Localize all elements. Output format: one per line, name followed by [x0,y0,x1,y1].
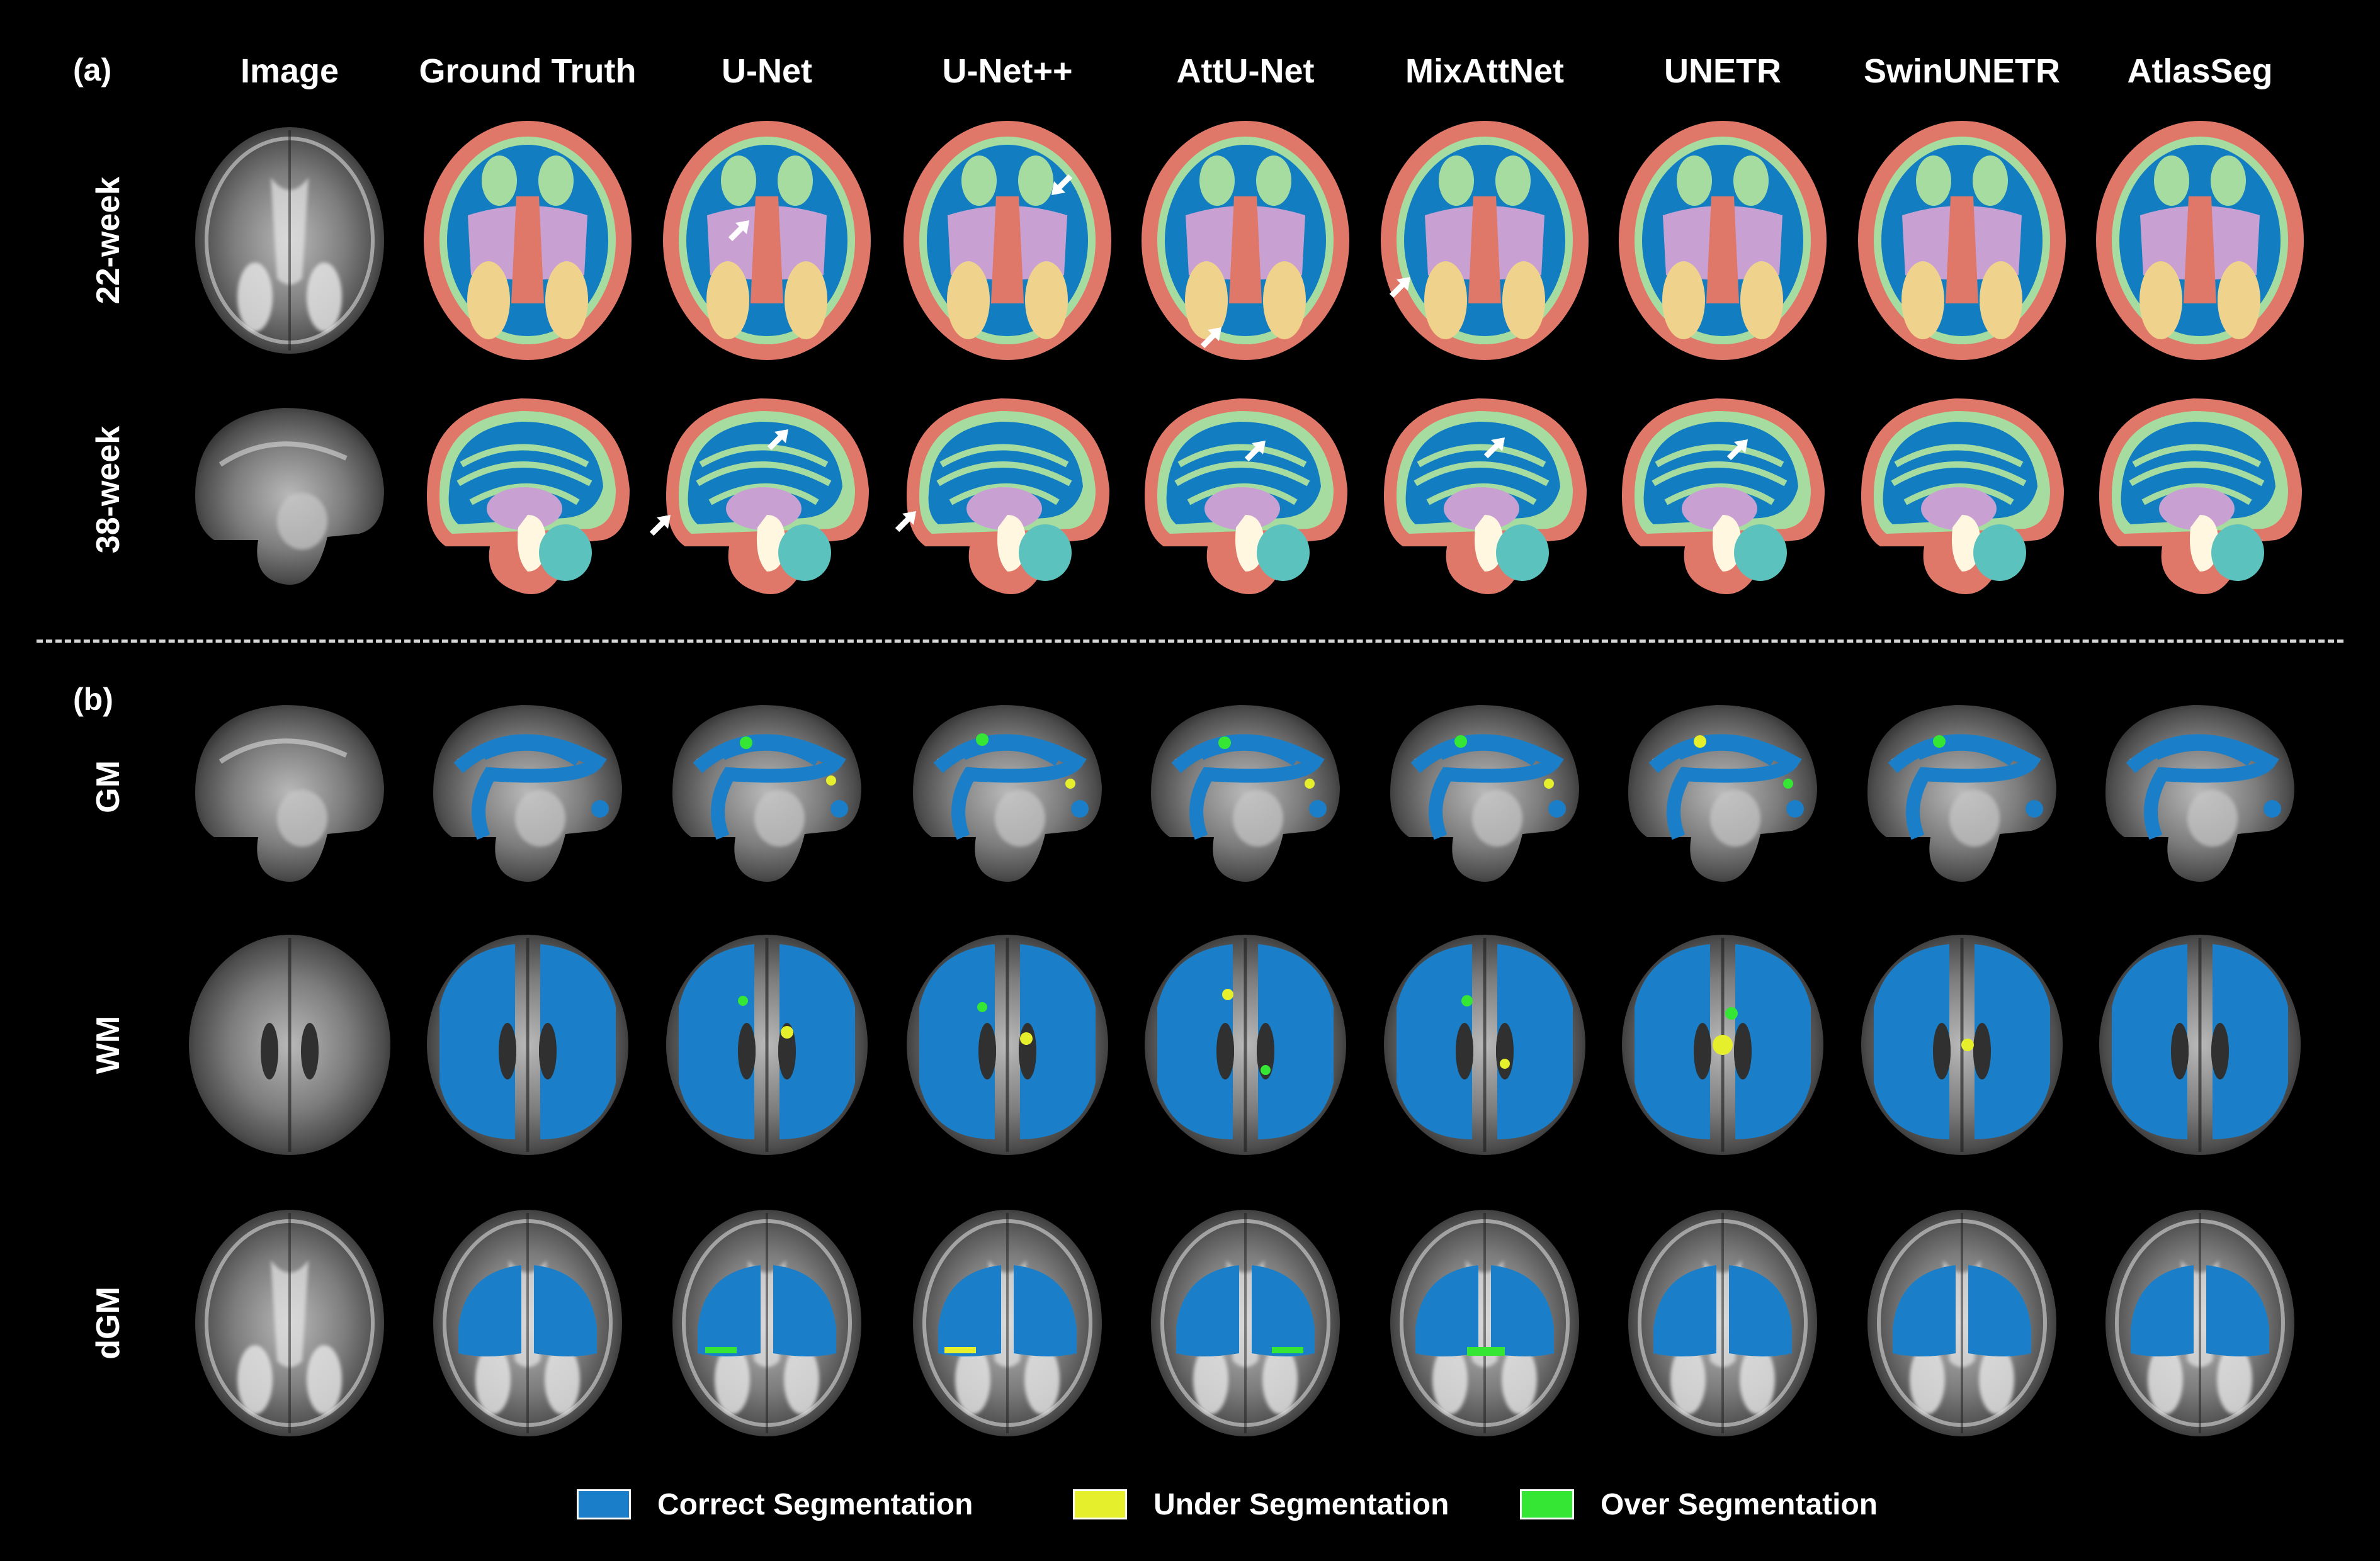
legend-label-correct: Correct Segmentation [657,1487,973,1521]
attunet-overlay-wm [1145,935,1346,1155]
mri-image-dgm [195,1210,384,1436]
swinunetr-segmentation-22-week [1858,121,2066,360]
legend-swatch-correct [577,1489,631,1519]
swinunetr-overlay-gm [1867,705,2056,882]
legend-swatch-over [1520,1489,1574,1519]
unetpp-overlay-dgm [913,1210,1102,1436]
unetr-segmentation-38-week [1622,398,1825,594]
mri-image-wm [189,935,390,1155]
unet-overlay-gm [672,705,861,882]
unetpp-overlay-gm [913,705,1102,882]
mixattnet-overlay-wm [1384,935,1585,1155]
atlasseg-overlay-gm [2105,705,2294,882]
swinunetr-overlay-dgm [1867,1210,2056,1436]
atlasseg-overlay-dgm [2105,1210,2294,1436]
atlasseg-segmentation-22-week [2096,121,2304,360]
unetr-overlay-wm [1622,935,1823,1155]
legend-label-over: Over Segmentation [1601,1487,1878,1521]
mri-image-38-week [195,408,384,585]
mri-image-gm [195,705,384,882]
column-header-image: Image [240,52,339,90]
column-header-swinunetr: SwinUNETR [1863,52,2061,90]
panel-label-b: (b) [73,682,113,717]
ground-truth-22-week [424,121,632,360]
legend-under-segmentation: Under Segmentation [1073,1487,1449,1522]
column-header-mixattnet: MixAttNet [1405,52,1564,90]
column-header-ground-truth: Ground Truth [419,52,637,90]
unetpp-overlay-wm [907,935,1108,1155]
column-header-unetpp: U-Net++ [942,52,1073,90]
ground-truth-wm [427,935,628,1155]
unetr-segmentation-22-week [1619,121,1827,360]
ground-truth-dgm [433,1210,622,1436]
swinunetr-overlay-wm [1861,935,2063,1155]
mixattnet-segmentation-22-week [1381,121,1589,360]
panel-label-a: (a) [73,52,112,87]
attunet-segmentation-38-week [1145,398,1347,594]
swinunetr-segmentation-38-week [1861,398,2064,594]
mixattnet-overlay-dgm [1390,1210,1579,1436]
column-header-attunet: AttU-Net [1176,52,1315,90]
panel-divider [37,640,2343,643]
column-header-unet: U-Net [722,52,812,90]
legend-over-segmentation: Over Segmentation [1520,1487,1878,1522]
unetpp-segmentation-22-week [904,121,1111,360]
mixattnet-segmentation-38-week [1384,398,1587,594]
atlasseg-overlay-wm [2099,935,2301,1155]
unet-segmentation-22-week [663,121,871,360]
legend-label-under: Under Segmentation [1153,1487,1449,1521]
legend-swatch-under [1073,1489,1127,1519]
mri-image-22-week [195,127,384,354]
unetpp-segmentation-38-week [897,398,1109,594]
atlasseg-segmentation-38-week [2099,398,2302,594]
attunet-segmentation-22-week [1142,121,1349,360]
unet-overlay-wm [666,935,868,1155]
attunet-overlay-gm [1151,705,1340,882]
attunet-overlay-dgm [1151,1210,1340,1436]
unet-overlay-dgm [672,1210,861,1436]
mixattnet-overlay-gm [1390,705,1579,882]
ground-truth-gm [433,705,622,882]
unetr-overlay-dgm [1628,1210,1817,1436]
column-header-unetr: UNETR [1664,52,1781,90]
unet-segmentation-38-week [652,398,869,594]
column-header-atlasseg: AtlasSeg [2127,52,2273,90]
unetr-overlay-gm [1628,705,1817,882]
legend-correct-segmentation: Correct Segmentation [577,1487,973,1522]
ground-truth-38-week [427,398,630,594]
